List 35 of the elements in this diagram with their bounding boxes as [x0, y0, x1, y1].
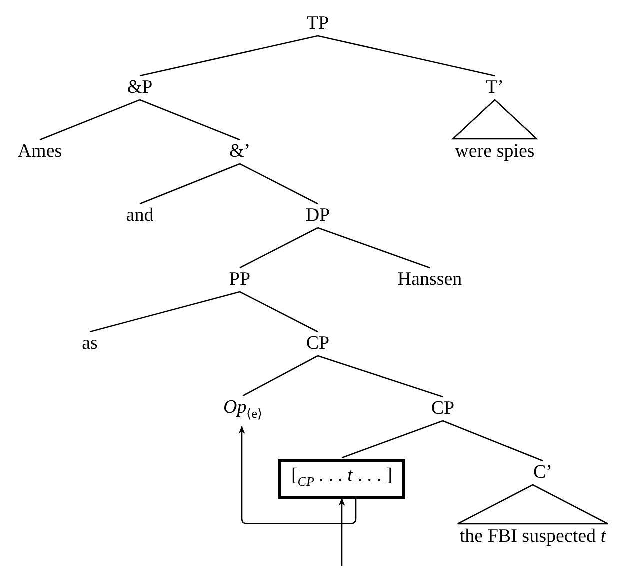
- triangle-roof: [457, 484, 609, 525]
- tree-node-label: were spies: [455, 141, 535, 163]
- tree-node-label: the FBI suspected t: [460, 526, 606, 548]
- tree-node-label: &P: [127, 77, 153, 99]
- tree-node-label: Op$_{⟨e⟩}$: [224, 397, 262, 425]
- tree-branch: [140, 99, 240, 141]
- tree-branch: [318, 227, 430, 269]
- tree-node-label: CP: [431, 398, 455, 420]
- tree-node-label: PP: [229, 269, 251, 291]
- tree-node-label: Ames: [18, 141, 62, 163]
- tree-node-label: C’: [534, 462, 552, 484]
- tree-node-label: TP: [306, 13, 330, 35]
- tree-node-label: and: [126, 205, 154, 227]
- tree-node-label: DP: [306, 205, 330, 227]
- tree-node-label: Hanssen: [398, 269, 462, 291]
- tree-node-label: CP: [306, 333, 330, 355]
- tree-node-label: T’: [486, 77, 504, 99]
- tree-branch: [342, 420, 444, 459]
- tree-branch: [40, 99, 140, 141]
- tree-node-label: as: [82, 333, 98, 355]
- tree-branch: [318, 35, 496, 77]
- triangle-roof: [452, 99, 538, 140]
- boxed-phrase: [$_{CP}$ . . . t . . . ]: [278, 459, 406, 499]
- movement-arrow: [238, 426, 357, 524]
- tree-branch: [318, 355, 444, 398]
- tree-branch: [140, 163, 240, 205]
- tree-branch: [442, 420, 544, 462]
- movement-arrow: [338, 498, 346, 566]
- tree-branch: [140, 35, 318, 77]
- tree-branch: [240, 163, 318, 205]
- tree-branch: [90, 291, 240, 333]
- tree-node-label: &’: [229, 141, 251, 163]
- tree-branch: [240, 227, 318, 269]
- tree-branch: [242, 355, 318, 397]
- tree-branch: [240, 291, 318, 333]
